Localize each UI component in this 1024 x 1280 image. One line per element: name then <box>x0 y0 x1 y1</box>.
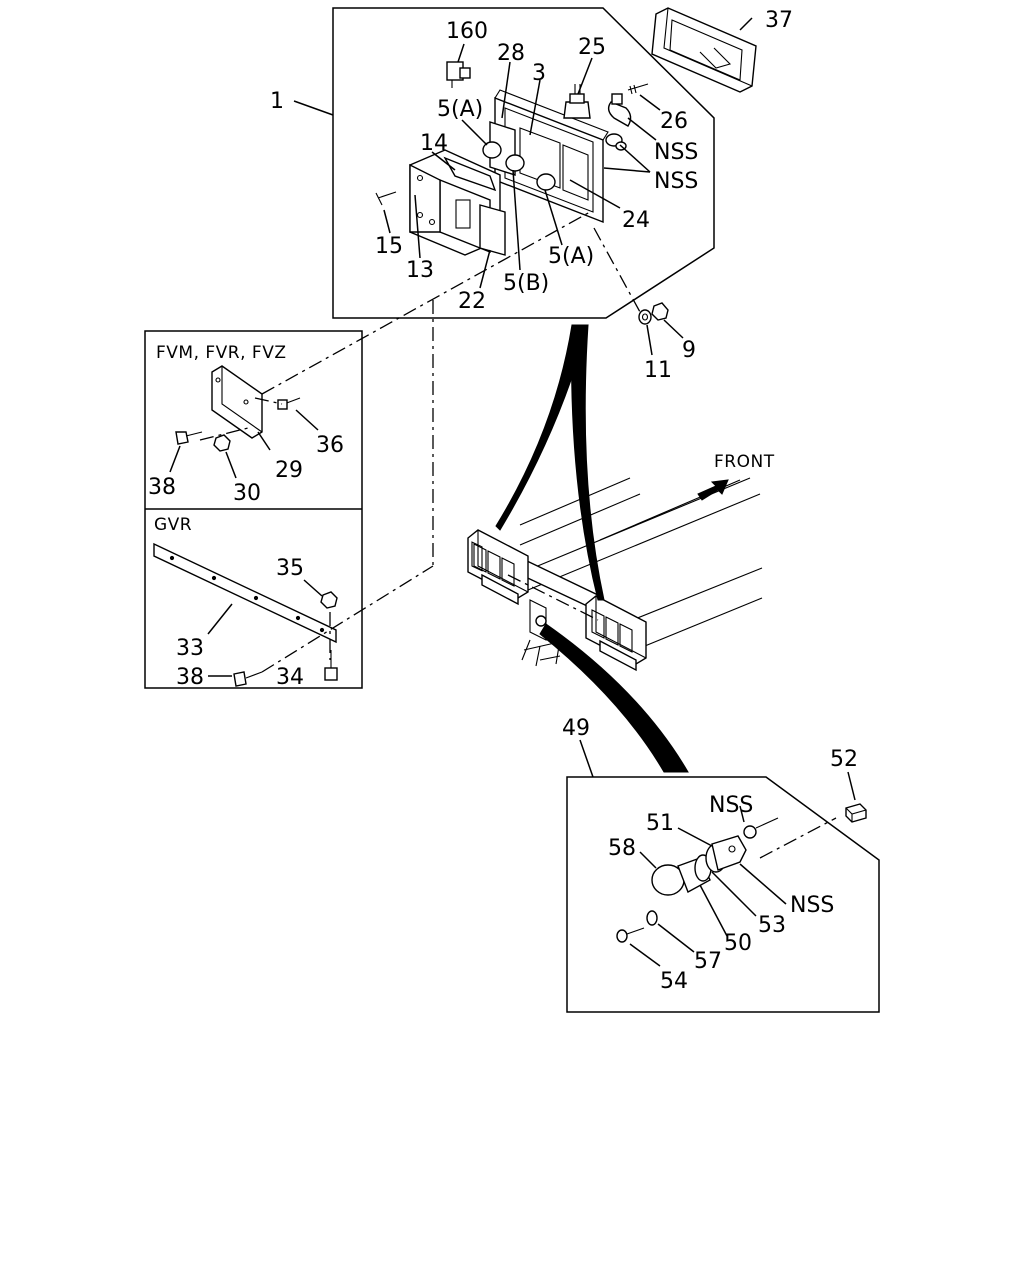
leader-dash-1 <box>261 211 591 395</box>
license-bulb <box>651 854 712 896</box>
screw <box>627 83 649 95</box>
label-1: 1 <box>270 89 284 114</box>
label-14: 14 <box>420 131 448 156</box>
nss-screw <box>743 817 779 839</box>
socket <box>607 93 632 127</box>
label-49: 49 <box>562 716 590 741</box>
bracket-strip <box>153 542 337 644</box>
label-nss-3: NSS <box>709 793 753 818</box>
label-50: 50 <box>724 931 752 956</box>
label-53: 53 <box>758 913 786 938</box>
rear-lamp-right <box>585 595 647 672</box>
washer-57 <box>646 910 658 926</box>
bolt-38 <box>175 431 203 445</box>
label-35: 35 <box>276 556 304 581</box>
label-29: 29 <box>275 458 303 483</box>
bracket <box>211 365 263 439</box>
label-58: 58 <box>608 836 636 861</box>
label-5a-bottom: 5(A) <box>548 244 594 269</box>
label-36: 36 <box>316 433 344 458</box>
nut-30 <box>213 434 231 452</box>
bolt-34 <box>324 650 338 681</box>
gasket <box>443 156 497 192</box>
label-nss-1: NSS <box>654 140 698 165</box>
front-label: FRONT <box>714 452 775 472</box>
front-arrow-icon <box>697 479 729 501</box>
grommet <box>845 803 867 823</box>
group-gvr-label: GVR <box>154 515 192 535</box>
label-5b: 5(B) <box>503 271 549 296</box>
washer-nut: 11 9 <box>593 227 696 383</box>
label-54: 54 <box>660 969 688 994</box>
label-nss-2: NSS <box>654 169 698 194</box>
variant-panel: FVM, FVR, FVZ GVR 36 38 29 30 <box>144 330 434 690</box>
label-38-bottom: 38 <box>176 665 204 690</box>
switch <box>563 84 591 119</box>
label-nss-4: NSS <box>790 893 834 918</box>
callout-wedges <box>495 324 689 773</box>
label-33: 33 <box>176 636 204 661</box>
label-26: 26 <box>660 109 688 134</box>
bolt-36 <box>277 397 301 410</box>
label-5a-top: 5(A) <box>437 97 483 122</box>
bolt-38-bottom <box>233 671 263 687</box>
license-lamp-panel: 49 52 <box>562 716 880 1013</box>
label-24: 24 <box>622 208 650 233</box>
group-fvm-label: FVM, FVR, FVZ <box>156 343 286 363</box>
label-30: 30 <box>233 481 261 506</box>
label-13: 13 <box>406 258 434 283</box>
label-15: 15 <box>375 234 403 259</box>
lamp-housing <box>651 7 757 93</box>
label-34: 34 <box>276 665 304 690</box>
lamp-assembly-panel: 1 160 28 3 25 37 5(A) 14 26 NSS NSS 15 1… <box>270 7 793 319</box>
rear-lamp-left <box>467 529 529 606</box>
label-52: 52 <box>830 747 858 772</box>
bulbs <box>482 141 556 191</box>
screw-15 <box>375 191 397 206</box>
label-38-top: 38 <box>148 475 176 500</box>
label-57: 57 <box>694 949 722 974</box>
label-9: 9 <box>682 338 696 363</box>
nut-35 <box>320 591 338 609</box>
connector <box>446 61 471 88</box>
label-51: 51 <box>646 811 674 836</box>
screw-54 <box>616 927 645 943</box>
label-28: 28 <box>497 41 525 66</box>
label-37: 37 <box>765 8 793 33</box>
label-11: 11 <box>644 358 672 383</box>
label-22: 22 <box>458 289 486 314</box>
socket-51 <box>705 835 747 873</box>
leaders <box>383 17 753 289</box>
label-160: 160 <box>446 19 488 44</box>
label-25: 25 <box>578 35 606 60</box>
label-3: 3 <box>532 61 546 86</box>
